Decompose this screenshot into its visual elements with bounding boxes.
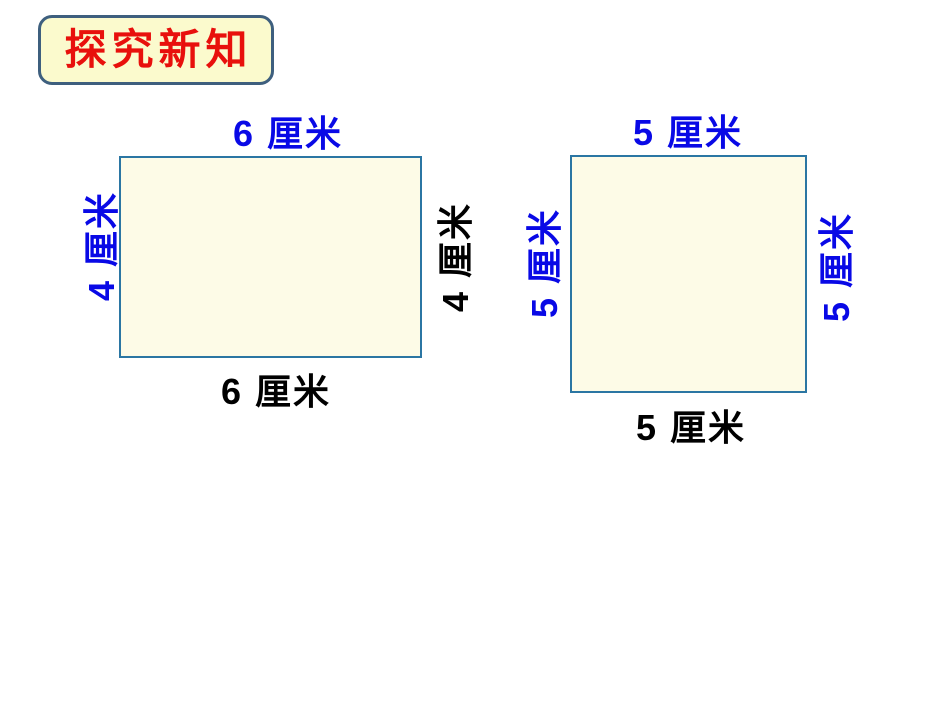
rectangle-shape <box>119 156 422 358</box>
rectangle-bottom-dimension-label: 6 厘米 <box>220 371 332 412</box>
square-bottom-dimension-label: 5 厘米 <box>635 407 747 448</box>
title-badge-label: 探究新知 <box>64 25 253 74</box>
rectangle-right-dimension-label: 4 厘米 <box>435 201 476 313</box>
square-left-dimension-label: 5 厘米 <box>524 207 565 319</box>
title-badge: 探究新知 <box>38 15 274 85</box>
square-shape <box>570 155 807 393</box>
rectangle-left-dimension-label: 4 厘米 <box>81 190 122 302</box>
square-top-dimension-label: 5 厘米 <box>632 112 744 153</box>
rectangle-top-dimension-label: 6 厘米 <box>232 113 344 154</box>
square-right-dimension-label: 5 厘米 <box>816 211 857 323</box>
